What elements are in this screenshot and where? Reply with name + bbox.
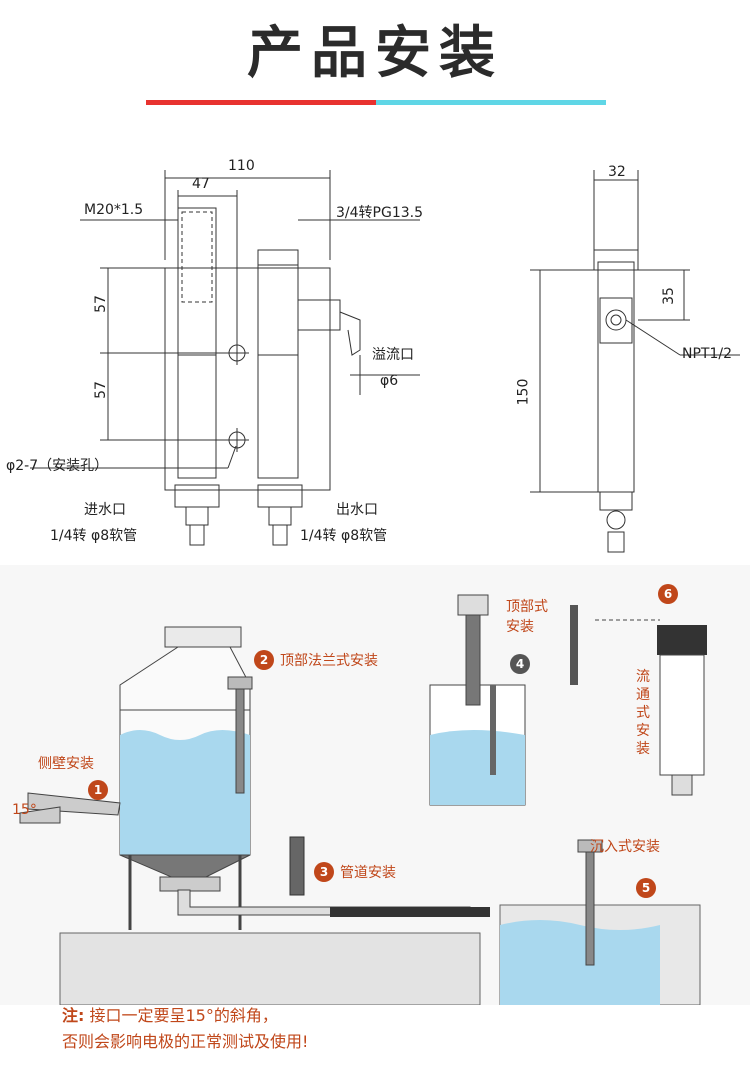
side-wall-angle: 15° [12,802,37,818]
badge-2: 2 [254,650,274,670]
right-tube [257,249,299,479]
top-label-line1: 顶部式 [506,599,548,615]
badge-4: 4 [510,654,530,674]
dim-total-width: 110 [228,158,255,174]
side-dim-upper: 35 [660,287,677,305]
side-dim-width: 32 [608,164,626,180]
overflow-label: 溢流口 [372,347,414,363]
thread-right-label: 3/4转PG13.5 [336,205,423,221]
technical-drawing [30,170,740,553]
immersion-label: 沉入式安装 [590,839,660,855]
badge-1: 1 [88,780,108,800]
inlet-spec: 1/4转 φ8软管 [50,528,138,544]
note-prefix: 注: [62,1006,85,1025]
overflow-diameter: φ6 [380,373,399,389]
pipeline-label: 管道安装 [340,865,396,881]
thread-left-label: M20*1.5 [84,202,144,218]
top-label-line2: 安装 [506,619,534,635]
note-line2: 否则会影响电极的正常测试及使用! [62,1032,309,1051]
top-flange-label: 顶部法兰式安装 [280,653,378,669]
dim-upper-height: 57 [92,295,109,313]
title-underline-red [146,100,376,105]
mount-plate [164,267,331,491]
side-port-label: NPT1/2 [682,346,732,362]
dim-left-width: 47 [192,176,210,192]
side-body [597,261,635,493]
badge-5: 5 [636,878,656,898]
page-title: 产品安装 [247,21,503,86]
side-dim-height: 150 [515,378,532,406]
note-line1: 接口一定要呈15°的斜角， [89,1006,278,1025]
outlet-spec: 1/4转 φ8软管 [300,528,388,544]
inlet-label: 进水口 [84,502,126,518]
badge-6: 6 [658,584,678,604]
installation-illustration [0,565,750,1005]
badge-3: 3 [314,862,334,882]
dim-lower-height: 57 [92,381,109,399]
left-tube [177,207,217,479]
side-wall-label: 侧壁安装 [38,756,94,772]
mount-hole-label: φ2-7（安装孔） [6,458,109,474]
title-underline-cyan [376,100,606,105]
outlet-label: 出水口 [336,502,378,518]
flow-label: 流通式安装 [636,669,650,757]
install-note: 注: 接口一定要呈15°的斜角， 否则会影响电极的正常测试及使用! [62,1003,308,1055]
